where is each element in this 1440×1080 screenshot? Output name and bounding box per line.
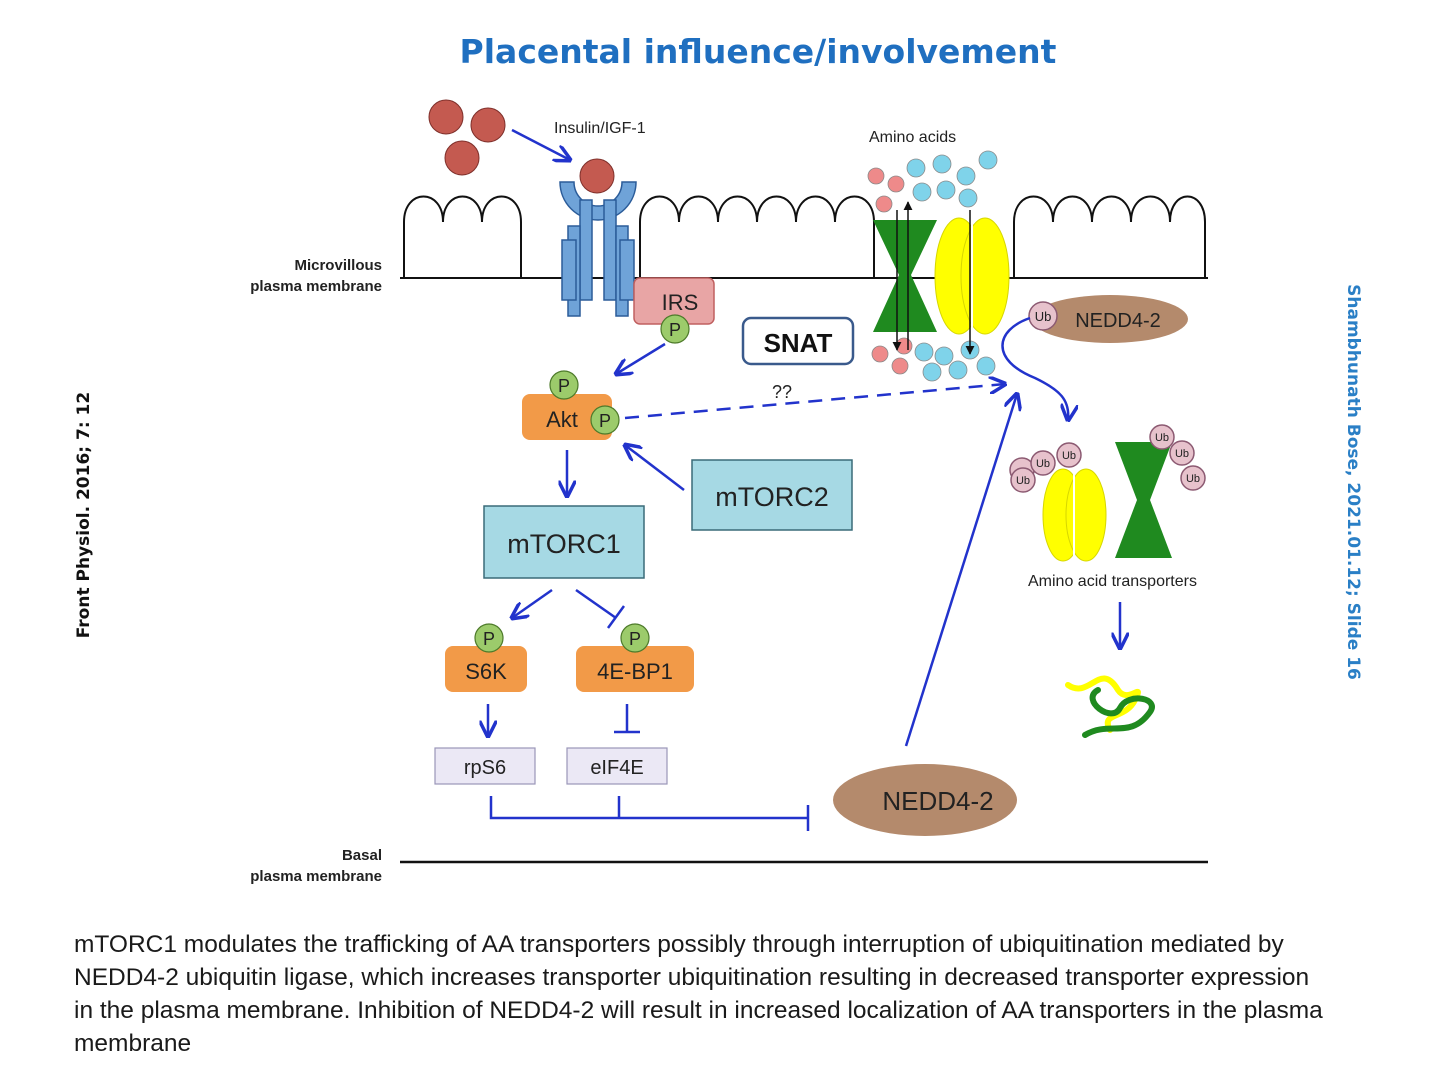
- irs-label: IRS: [662, 290, 699, 315]
- irs-phospho: [660, 314, 690, 344]
- amino-acid-particles-top: [867, 150, 998, 213]
- insulin-label: Insulin/IGF-1: [554, 120, 646, 137]
- akt-phospho-right-label: P: [599, 411, 611, 431]
- snat-transporter: [873, 220, 937, 332]
- ub-label: Ub: [1016, 475, 1030, 487]
- amino-acid-transporters-label: Amino acid transporters: [1028, 573, 1197, 590]
- slide-caption: mTORC1 modulates the trafficking of AA t…: [74, 931, 1323, 1057]
- unknown-link-label: ??: [772, 382, 792, 402]
- akt-unknown-link-arrow: [624, 384, 1005, 420]
- 4ebp1-label: 4E-BP1: [597, 659, 673, 684]
- membrane-top-label-1: Microvillous: [294, 257, 382, 274]
- bound-insulin-molecule: [579, 158, 615, 194]
- membrane-top-label-2: plasma membrane: [250, 278, 382, 295]
- ub-label: Ub: [1175, 448, 1189, 460]
- s6k-label: S6K: [465, 659, 507, 684]
- membrane-bottom-label-1: Basal: [342, 847, 382, 864]
- s6k-phospho: [474, 623, 504, 653]
- mtorc1-box: [483, 505, 645, 579]
- mtorc2-to-akt-arrow: [625, 445, 685, 491]
- internalized-green-transporter: [1115, 442, 1172, 558]
- insulin-molecule: [428, 99, 464, 135]
- snat-box: [741, 316, 855, 366]
- insulin-molecules: [428, 99, 506, 176]
- mtorc1-inhibits-4ebp1: [575, 588, 617, 620]
- akt-box: [522, 394, 612, 440]
- ub-tags-internalized: [1009, 424, 1206, 493]
- 4ebp1-phospho: [620, 623, 650, 653]
- author-stamp: Shambhunath Bose, 2021.01.12; Slide 16: [1343, 284, 1363, 680]
- irs-to-akt-arrow: [616, 342, 666, 374]
- mtorc1-label: mTORC1: [507, 529, 621, 559]
- s6k-phospho-label: P: [483, 629, 495, 649]
- amino-acids-label: Amino acids: [869, 129, 956, 146]
- microvillous-membrane: [403, 195, 1206, 278]
- insulin-binding-arrow: [511, 128, 570, 160]
- mtorc2-box: [691, 459, 853, 531]
- rps6-label: rpS6: [464, 757, 506, 779]
- ub-label: Ub: [1155, 432, 1169, 444]
- mtorc1-inhibits-4ebp1-bar: [606, 605, 626, 629]
- mtorc1-to-s6k-arrow: [512, 588, 553, 618]
- slide-title: Placental influence/involvement: [459, 32, 1057, 71]
- membrane-bottom-label-2: plasma membrane: [250, 868, 382, 885]
- akt-phospho-right: [590, 405, 620, 435]
- translation-inhibits-nedd4-2: [489, 796, 808, 820]
- nedd4-2-membrane-ellipse: [1032, 295, 1188, 343]
- mtorc2-label: mTORC2: [715, 482, 829, 512]
- ubiquitination-arrow: [1001, 316, 1069, 420]
- nedd4-2-lower-ellipse: [833, 764, 1017, 836]
- akt-phospho-top: [549, 370, 579, 400]
- degraded-transporter: [1065, 675, 1155, 738]
- citation-text: Front Physiol. 2016; 7: 12: [74, 391, 94, 639]
- amino-acid-particles-bottom: [871, 337, 996, 382]
- eif4e-label: eIF4E: [590, 757, 643, 779]
- ub-label: Ub: [1062, 450, 1076, 462]
- insulin-molecule: [444, 140, 480, 176]
- nedd4-2-to-membrane-arrow: [904, 394, 1017, 747]
- internalized-yellow-right: [1065, 468, 1107, 562]
- insulin-molecule: [470, 107, 506, 143]
- ub-tag: [1028, 301, 1058, 331]
- nedd4-2-lower-label: NEDD4-2: [882, 786, 993, 816]
- rps6-box: [434, 747, 536, 785]
- s6k-box: [445, 646, 527, 692]
- second-transporter-right: [960, 217, 1010, 335]
- 4ebp1-box: [576, 646, 694, 692]
- nedd4-2-membrane-label: NEDD4-2: [1075, 310, 1161, 332]
- ub-label: Ub: [1186, 473, 1200, 485]
- akt-label: Akt: [546, 407, 578, 432]
- 4ebp1-phospho-label: P: [629, 629, 641, 649]
- akt-phospho-top-label: P: [558, 376, 570, 396]
- irs-phospho-label: P: [669, 320, 681, 340]
- ub-label: Ub: [1036, 458, 1050, 470]
- eif4e-box: [566, 747, 668, 785]
- snat-label: SNAT: [764, 328, 833, 358]
- insulin-receptor: [559, 181, 637, 317]
- ub-tag-label: Ub: [1035, 309, 1052, 324]
